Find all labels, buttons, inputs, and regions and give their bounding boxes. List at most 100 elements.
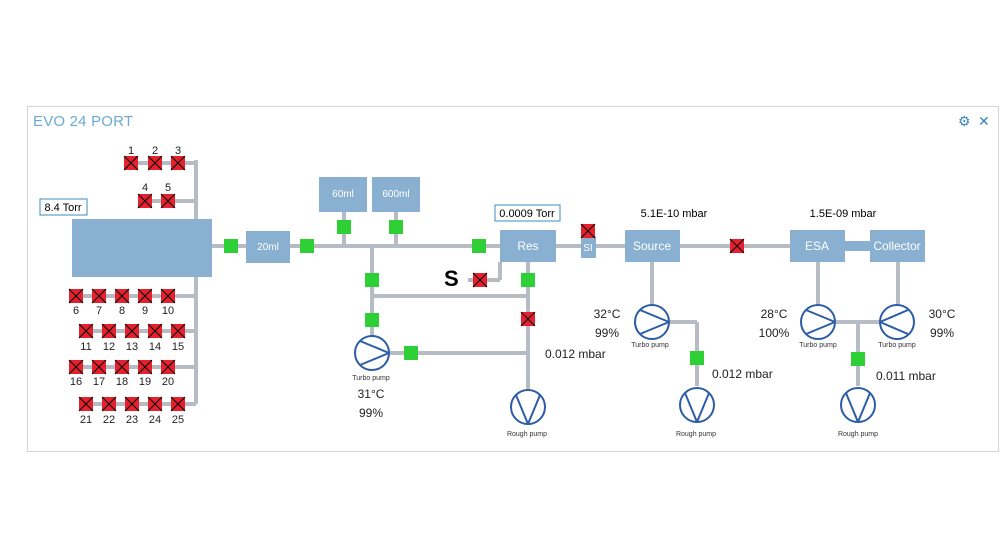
valve-closed[interactable]: [137, 193, 153, 209]
valve-rough-closed[interactable]: [520, 311, 536, 327]
reservoir-block: [500, 230, 556, 262]
source-turbo-temp: 32°C: [594, 307, 621, 321]
collector-label: Collector: [873, 239, 920, 253]
esa-pressure: 1.5E-09 mbar: [810, 208, 877, 220]
close-icon[interactable]: ✕: [978, 113, 990, 129]
esa-turbo-pump-icon[interactable]: [800, 304, 836, 340]
reservoir-pressure: 0.0009 Torr: [499, 208, 555, 220]
collector-turbo-speed: 99%: [930, 326, 954, 340]
esa-collector-link: [845, 241, 870, 251]
analyzer-rough-pump-icon[interactable]: [840, 387, 876, 423]
valve-closed[interactable]: [101, 396, 117, 412]
sample-label: S: [444, 266, 459, 291]
valve-closed[interactable]: [147, 323, 163, 339]
valve-closed[interactable]: [101, 323, 117, 339]
pumps: [354, 304, 915, 425]
valve-source-esa-closed[interactable]: [729, 238, 745, 254]
valve-open[interactable]: [389, 220, 403, 234]
valve-sample-closed[interactable]: [472, 272, 488, 288]
valve-open[interactable]: [224, 239, 238, 253]
valve-closed[interactable]: [147, 396, 163, 412]
valve-closed[interactable]: [170, 155, 186, 171]
port-label: 25: [172, 414, 184, 426]
prep-rough-pump-icon[interactable]: [510, 389, 546, 425]
valve-closed[interactable]: [91, 359, 107, 375]
valve-closed[interactable]: [78, 396, 94, 412]
port-label: 14: [149, 341, 161, 353]
prep-turbo-pump-icon[interactable]: [354, 335, 390, 371]
esa-turbo-speed: 100%: [759, 326, 790, 340]
valve-closed[interactable]: [68, 359, 84, 375]
valve-open[interactable]: [851, 352, 865, 366]
valve-open[interactable]: [365, 313, 379, 327]
port-label: 2: [152, 145, 158, 157]
valve-closed[interactable]: [147, 155, 163, 171]
volume-20ml-label: 20ml: [257, 242, 279, 253]
valve-closed[interactable]: [160, 359, 176, 375]
port-label: 24: [149, 414, 161, 426]
collector-turbo-pump-icon[interactable]: [879, 304, 915, 340]
port-label: 18: [116, 376, 128, 388]
analyzer-rough-pressure: 0.011 mbar: [876, 369, 936, 383]
valve-si-closed[interactable]: [580, 223, 596, 239]
prep-turbo-caption: Turbo pump: [352, 375, 390, 382]
volume-20ml-block: [246, 231, 290, 263]
port-label: 12: [103, 341, 115, 353]
port-label: 19: [139, 376, 151, 388]
volume-60ml-label: 60ml: [332, 189, 354, 200]
reservoir-pressure-box: [494, 204, 561, 222]
valve-closed[interactable]: [114, 288, 130, 304]
valve-closed[interactable]: [68, 288, 84, 304]
prep-turbo-temp: 31°C: [358, 387, 385, 401]
volume-600ml-block: [372, 177, 420, 212]
port-label: 1: [128, 145, 134, 157]
source-turbo-speed: 99%: [595, 326, 619, 340]
source-turbo-pump-icon[interactable]: [634, 304, 670, 340]
valve-open[interactable]: [521, 273, 535, 287]
volume-60ml-block: [319, 177, 367, 212]
port-label: 9: [142, 305, 148, 317]
volume-600ml-label: 600ml: [382, 189, 409, 200]
valve-open[interactable]: [365, 273, 379, 287]
source-turbo-caption: Turbo pump: [631, 342, 669, 349]
collector-turbo-caption: Turbo pump: [878, 342, 916, 349]
prep-rough-caption: Rough pump: [507, 431, 547, 438]
port-label: 15: [172, 341, 184, 353]
valve-closed[interactable]: [160, 288, 176, 304]
panel-title: EVO 24 PORT: [33, 113, 134, 130]
valve-closed[interactable]: [124, 396, 140, 412]
valve-open[interactable]: [472, 239, 486, 253]
port-label: 16: [70, 376, 82, 388]
valve-closed[interactable]: [114, 359, 130, 375]
valve-closed[interactable]: [160, 193, 176, 209]
valve-closed[interactable]: [123, 155, 139, 171]
port-label: 13: [126, 341, 138, 353]
valve-closed[interactable]: [137, 359, 153, 375]
source-rough-pump-icon[interactable]: [679, 387, 715, 423]
valve-open[interactable]: [337, 220, 351, 234]
valve-closed[interactable]: [124, 323, 140, 339]
valve-closed[interactable]: [91, 288, 107, 304]
port-label: 20: [162, 376, 174, 388]
source-rough-pressure: 0.012 mbar: [712, 367, 773, 381]
port-manifold-block: [72, 219, 212, 277]
valve-open[interactable]: [690, 351, 704, 365]
collector-turbo-temp: 30°C: [929, 307, 956, 321]
si-block: [581, 236, 596, 258]
valve-closed[interactable]: [170, 323, 186, 339]
valve-open[interactable]: [404, 346, 418, 360]
valve-closed[interactable]: [137, 288, 153, 304]
port-label: 5: [165, 182, 171, 194]
esa-label: ESA: [805, 239, 829, 253]
port-label: 4: [142, 182, 148, 194]
source-label: Source: [633, 239, 671, 253]
valve-open[interactable]: [300, 239, 314, 253]
gear-icon[interactable]: ⚙: [958, 113, 971, 129]
valve-closed[interactable]: [170, 396, 186, 412]
port-label: 22: [103, 414, 115, 426]
si-label: SI: [583, 243, 592, 254]
closed-valves: [68, 155, 745, 412]
port-label: 8: [119, 305, 125, 317]
valve-closed[interactable]: [78, 323, 94, 339]
